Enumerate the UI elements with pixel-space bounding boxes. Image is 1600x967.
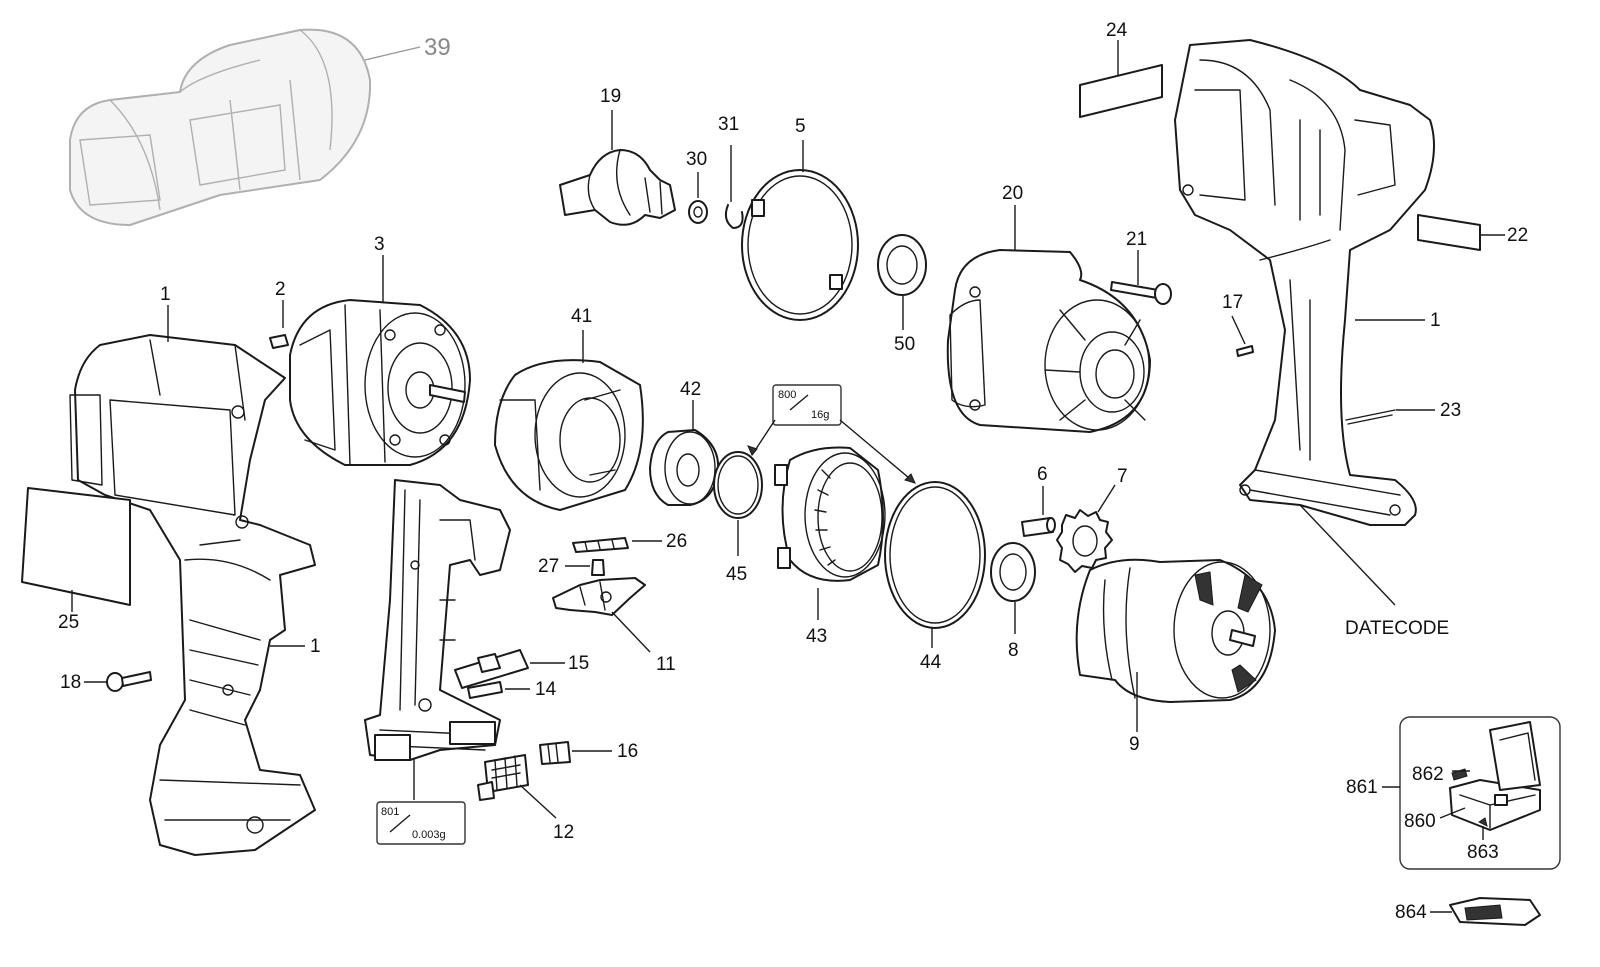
label-3: 3 bbox=[374, 234, 385, 255]
datecode-callout: DATECODE bbox=[1299, 504, 1449, 639]
part-8-washer: 8 bbox=[990, 542, 1036, 661]
part-45-oring: 45 bbox=[713, 451, 763, 585]
part-31-clip: 31 bbox=[718, 114, 744, 229]
part-6-pin: 6 bbox=[1021, 464, 1056, 537]
label-11: 11 bbox=[656, 654, 676, 675]
label-7: 7 bbox=[1117, 466, 1128, 487]
part-1-housing-right: 1 bbox=[1174, 39, 1441, 526]
label-1-grip: 1 bbox=[310, 636, 321, 657]
label-20: 20 bbox=[1002, 183, 1023, 204]
label-27: 27 bbox=[538, 556, 559, 577]
label-18: 18 bbox=[60, 672, 81, 693]
part-50-washer: 50 bbox=[877, 234, 927, 355]
label-864: 864 bbox=[1395, 902, 1427, 923]
label-24: 24 bbox=[1106, 20, 1128, 41]
grease-800-amount: 16g bbox=[811, 409, 829, 421]
grease-801-amount: 0.003g bbox=[412, 829, 446, 841]
label-1-right: 1 bbox=[1430, 310, 1441, 331]
label-17: 17 bbox=[1222, 292, 1243, 313]
label-21: 21 bbox=[1126, 229, 1147, 250]
part-5-spring: 5 bbox=[741, 116, 859, 321]
label-23: 23 bbox=[1440, 400, 1461, 421]
label-50: 50 bbox=[894, 334, 915, 355]
part-39-boot: 39 bbox=[69, 28, 451, 226]
part-14-clip: 14 bbox=[467, 679, 557, 700]
part-44-oring: 44 bbox=[884, 481, 986, 673]
label-41: 41 bbox=[571, 306, 592, 327]
label-26: 26 bbox=[666, 531, 687, 552]
grease-box-800: 800 16g bbox=[747, 384, 916, 484]
part-3-motor: 3 bbox=[289, 234, 471, 466]
part-864-insert: 864 bbox=[1395, 897, 1541, 926]
label-2: 2 bbox=[275, 279, 286, 300]
part-1-housing-left: 1 1 bbox=[69, 284, 321, 856]
label-16: 16 bbox=[617, 741, 638, 762]
part-42-bearing: 42 bbox=[649, 379, 720, 506]
part-20-gear-housing: 20 bbox=[946, 183, 1151, 433]
part-25-label: 25 bbox=[21, 487, 131, 633]
part-861-case-group: 861 862 860 863 bbox=[1346, 716, 1561, 870]
part-2-pin: 2 bbox=[269, 279, 289, 349]
part-7-gear: 7 bbox=[1056, 466, 1128, 573]
label-15: 15 bbox=[568, 653, 589, 674]
label-6: 6 bbox=[1037, 464, 1048, 485]
label-860: 860 bbox=[1404, 811, 1436, 832]
label-19: 19 bbox=[600, 86, 621, 107]
label-39: 39 bbox=[424, 34, 451, 61]
label-5: 5 bbox=[795, 116, 806, 137]
part-19-anvil: 19 bbox=[559, 86, 676, 226]
label-22: 22 bbox=[1507, 225, 1528, 246]
part-electronics-assembly bbox=[364, 479, 511, 800]
part-41-ring-housing: 41 bbox=[494, 306, 644, 511]
label-45: 45 bbox=[726, 564, 747, 585]
label-9: 9 bbox=[1129, 734, 1140, 755]
label-1-top: 1 bbox=[160, 284, 171, 305]
label-42: 42 bbox=[680, 379, 701, 400]
part-23-spring: 23 bbox=[1345, 400, 1461, 425]
part-16-connector: 16 bbox=[539, 741, 638, 765]
part-11-switch: 11 bbox=[552, 577, 676, 675]
label-30: 30 bbox=[686, 149, 707, 170]
label-862: 862 bbox=[1412, 764, 1444, 785]
part-27-cap: 27 bbox=[538, 556, 605, 577]
label-25: 25 bbox=[58, 612, 79, 633]
grease-800-code: 800 bbox=[778, 389, 796, 401]
grease-801-code: 801 bbox=[381, 806, 399, 818]
part-30-washer: 30 bbox=[686, 149, 708, 224]
label-12: 12 bbox=[553, 822, 574, 843]
part-43-ring-gear: 43 bbox=[774, 446, 886, 647]
part-17-pin: 17 bbox=[1222, 292, 1254, 357]
part-22-label: 22 bbox=[1417, 214, 1528, 251]
part-12-terminal: 12 bbox=[477, 754, 574, 843]
part-15-board: 15 bbox=[454, 649, 589, 689]
grease-box-801: 801 0.003g bbox=[376, 801, 466, 845]
label-14: 14 bbox=[535, 679, 557, 700]
label-8: 8 bbox=[1008, 640, 1019, 661]
label-863: 863 bbox=[1467, 842, 1499, 863]
part-21-screw: 21 bbox=[1110, 229, 1172, 305]
part-18-screw: 18 bbox=[60, 671, 152, 693]
part-26-strip: 26 bbox=[572, 531, 687, 553]
label-861: 861 bbox=[1346, 777, 1378, 798]
label-44: 44 bbox=[920, 652, 942, 673]
part-24-label: 24 bbox=[1079, 20, 1163, 118]
part-9-carrier: 9 bbox=[1075, 558, 1276, 755]
label-43: 43 bbox=[806, 626, 827, 647]
label-datecode: DATECODE bbox=[1345, 618, 1449, 639]
label-31: 31 bbox=[718, 114, 739, 135]
